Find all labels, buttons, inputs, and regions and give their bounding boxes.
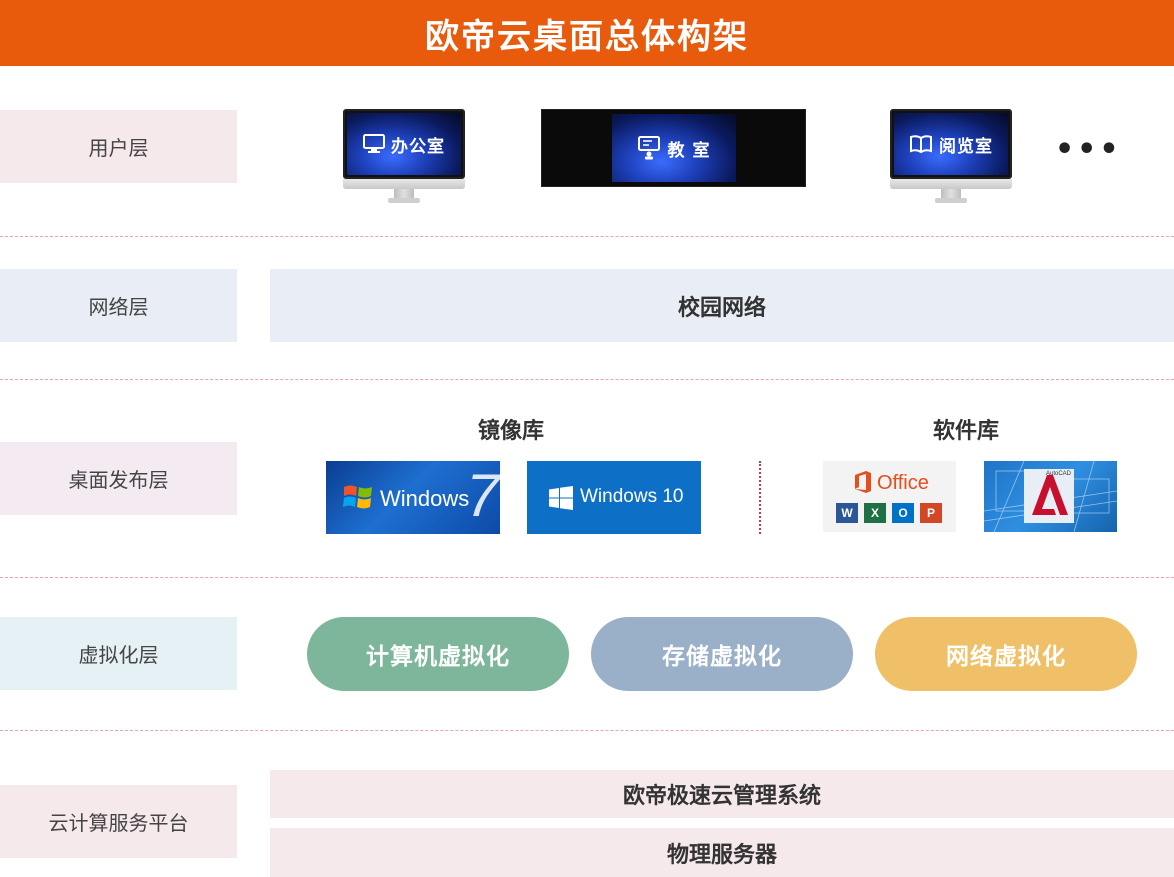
divider-1 — [0, 236, 1174, 237]
windows10-tile: Windows 10 — [527, 461, 701, 534]
layer-label-virtualization: 虚拟化层 — [0, 617, 237, 690]
more-devices-ellipsis: ••• — [1055, 132, 1122, 167]
campus-network-band: 校园网络 — [270, 269, 1174, 342]
windows7-label: Windows — [380, 486, 470, 511]
storage-virtualization-pill: 存储虚拟化 — [591, 617, 853, 691]
windows10-logo-icon — [549, 486, 573, 514]
device-label-office: 办公室 — [391, 136, 445, 157]
office-logo-icon — [853, 471, 873, 497]
office-monitor: 办公室 — [343, 109, 465, 204]
management-system-band: 欧帝极速云管理系统 — [270, 770, 1174, 818]
divider-3 — [0, 577, 1174, 578]
excel-icon: X — [864, 503, 886, 523]
reading-room-monitor: 阅览室 — [890, 109, 1012, 204]
powerpoint-icon: P — [920, 503, 942, 523]
windows10-label: Windows 10 — [580, 486, 684, 507]
library-separator — [759, 461, 761, 534]
page-title: 欧帝云桌面总体构架 — [425, 16, 749, 57]
desktop-icon — [363, 134, 385, 154]
title-bar: 欧帝云桌面总体构架 — [0, 0, 1174, 66]
image-library-title: 镜像库 — [478, 419, 545, 444]
outlook-icon: O — [892, 503, 914, 523]
windows-flag-icon — [342, 481, 374, 517]
windows7-tile: Windows 7 — [326, 461, 500, 534]
layer-label-network: 网络层 — [0, 269, 237, 342]
office-tile: Office W X O P — [823, 461, 956, 532]
layer-label-cloud: 云计算服务平台 — [0, 785, 237, 858]
software-library-title: 软件库 — [933, 419, 1000, 444]
office-label: Office — [877, 472, 929, 494]
physical-server-band: 物理服务器 — [270, 828, 1174, 877]
windows7-version: 7 — [466, 462, 500, 529]
book-icon — [909, 134, 933, 154]
compute-virtualization-pill: 计算机虚拟化 — [307, 617, 569, 691]
layer-label-desktop: 桌面发布层 — [0, 442, 237, 515]
network-virtualization-pill: 网络虚拟化 — [875, 617, 1137, 691]
autocad-building-graphic — [984, 461, 1117, 532]
autocad-tile: AutoCAD — [984, 461, 1117, 532]
classroom-icon — [637, 136, 660, 160]
autocad-label: AutoCAD — [1046, 471, 1072, 477]
classroom-board: 教 室 — [541, 109, 806, 187]
device-label-classroom: 教 室 — [667, 140, 711, 161]
monitor-screen: 阅览室 — [890, 109, 1012, 179]
divider-4 — [0, 730, 1174, 731]
word-icon: W — [836, 503, 858, 523]
divider-2 — [0, 379, 1174, 380]
layer-label-user: 用户层 — [0, 110, 237, 183]
device-label-reading: 阅览室 — [939, 136, 993, 157]
monitor-screen: 办公室 — [343, 109, 465, 179]
